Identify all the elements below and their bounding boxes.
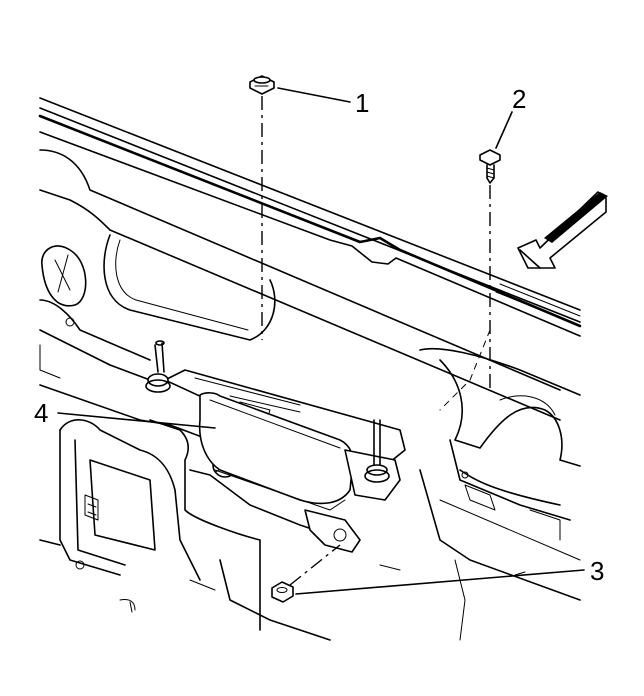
callout-label-3: 3 — [590, 556, 604, 586]
upper-panel — [38, 97, 582, 337]
fastener-2-bolt — [479, 149, 501, 184]
fastener-3-nut — [271, 581, 294, 603]
module-bracket — [145, 340, 406, 553]
fastener-3-axis — [289, 544, 341, 586]
fastener-2-axis-hidden — [439, 329, 491, 411]
callout-1: 1 — [277, 87, 369, 118]
callout-2: 2 — [495, 84, 526, 149]
callout-4: 4 — [34, 398, 216, 429]
fastener-1-nut — [249, 75, 275, 95]
cowl-panel — [39, 149, 581, 641]
callout-label-2: 2 — [512, 84, 526, 114]
callout-label-4: 4 — [34, 398, 48, 428]
callout-3: 3 — [295, 556, 604, 595]
callout-label-1: 1 — [355, 88, 369, 118]
front-direction-arrow-icon — [517, 191, 608, 269]
